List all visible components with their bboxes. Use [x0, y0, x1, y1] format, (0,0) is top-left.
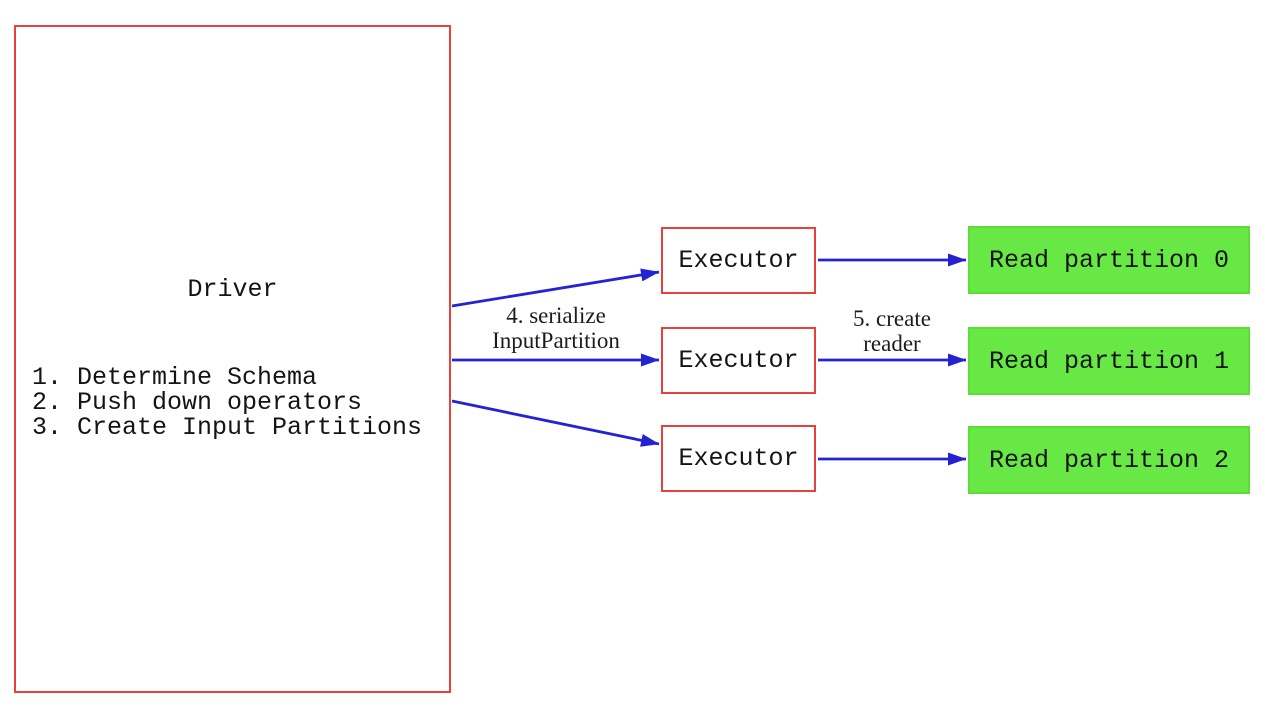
read-partition-label-2: Read partition 2 [988, 445, 1230, 475]
driver-steps: 1. Determine Schema 2. Push down operato… [32, 365, 422, 440]
executor-label-2: Executor [678, 346, 799, 375]
read-partition-box-1: Read partition 1 [968, 327, 1250, 395]
executor-box-1: Executor [661, 227, 816, 294]
edge-label-serialize-line1: 4. serialize [506, 303, 606, 328]
driver-step-2: 2. Push down operators [32, 388, 363, 417]
driver-step-1: 1. Determine Schema [32, 363, 318, 392]
driver-box: Driver 1. Determine Schema 2. Push down … [14, 25, 451, 693]
read-partition-label-0: Read partition 0 [988, 245, 1230, 275]
edge-label-serialize-line2: InputPartition [492, 328, 620, 353]
executor-label-3: Executor [678, 444, 799, 473]
read-partition-box-0: Read partition 0 [968, 226, 1250, 294]
driver-title: Driver [187, 275, 278, 304]
read-partition-label-1: Read partition 1 [988, 346, 1230, 376]
edge-label-serialize-inputpartition: 4. serialize InputPartition [446, 303, 666, 353]
executor-label-1: Executor [678, 246, 799, 275]
executor-box-3: Executor [661, 425, 816, 492]
edge-label-reader-line2: reader [863, 331, 921, 356]
arrow-driver-to-executor-1 [451, 268, 660, 308]
edge-label-create-reader: 5. create reader [782, 306, 1002, 356]
edge-label-reader-line1: 5. create [853, 306, 931, 331]
arrow-driver-to-executor-3 [451, 399, 660, 447]
driver-step-3: 3. Create Input Partitions [32, 413, 423, 442]
read-partition-box-2: Read partition 2 [968, 426, 1250, 494]
executor-box-2: Executor [661, 327, 816, 394]
